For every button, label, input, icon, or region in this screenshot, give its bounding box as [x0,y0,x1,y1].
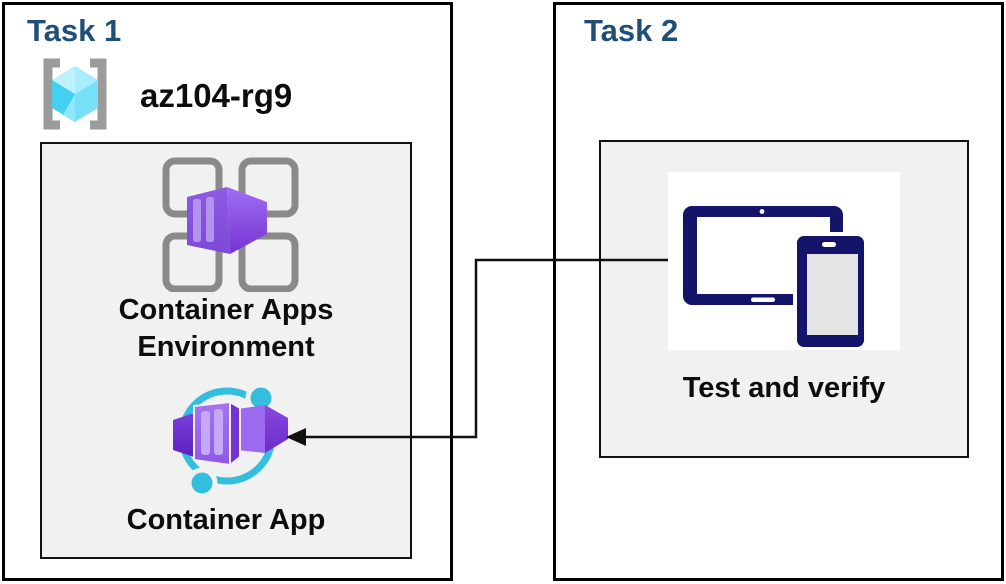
phone-speaker-bar [822,242,836,247]
tablet-camera-dot [759,209,765,214]
tablet-home-bar [751,297,775,302]
resource-group-name: az104-rg9 [140,77,293,114]
container-apps-environment-icon [162,157,299,292]
container-app-label: Container App [126,504,326,536]
task2-inner-box: Test and verify [599,140,969,458]
task1-box: Task 1 az104-rg9 [2,2,453,581]
task1-inner-box: Container Apps Environment [40,142,412,559]
tablet-and-phone-icon [683,206,868,350]
task2-box: Task 2 Test and verify [553,2,1004,581]
container-app-icon [173,382,288,499]
task1-title: Task 1 [27,13,122,48]
environment-label: Container Apps Environment [118,294,334,363]
test-and-verify-card [668,172,900,350]
task2-title: Task 2 [584,13,679,48]
resource-group-row: az104-rg9 [32,57,292,131]
test-and-verify-label: Test and verify [682,372,886,404]
phone-screen [807,254,858,335]
resource-group-icon [43,58,107,130]
